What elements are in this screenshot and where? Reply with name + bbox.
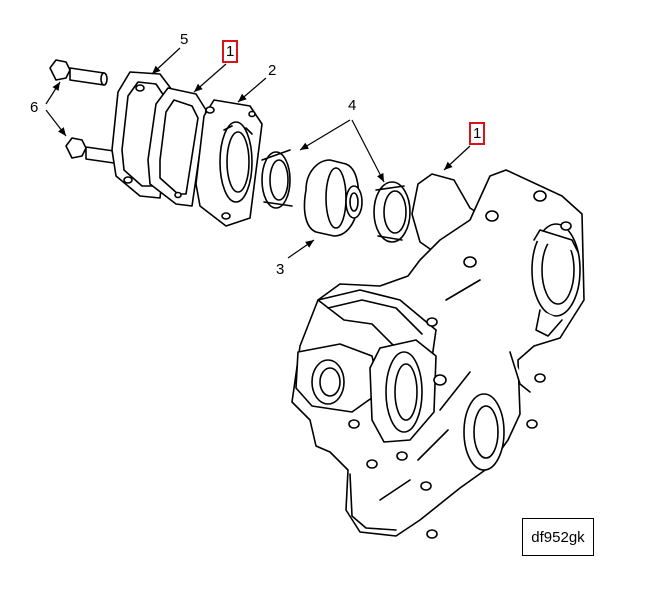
seal-ring-right xyxy=(373,181,411,243)
callout-4: 4 xyxy=(348,97,357,114)
callout-6: 6 xyxy=(30,99,39,116)
callout-5: 5 xyxy=(180,31,189,48)
seal-housing xyxy=(195,99,263,227)
gasket-upper xyxy=(147,87,207,207)
figure-id-label: df952gk xyxy=(522,518,594,556)
seal-ring-left xyxy=(261,149,293,209)
callout-3: 3 xyxy=(276,261,285,278)
leader-lines xyxy=(45,47,471,259)
callout-2: 2 xyxy=(268,62,277,79)
callout-1-right: 1 xyxy=(469,122,486,145)
wear-sleeve xyxy=(303,159,363,237)
timing-cover-housing xyxy=(291,169,585,539)
bolt-upper xyxy=(49,59,108,86)
callout-1-top: 1 xyxy=(222,40,239,63)
